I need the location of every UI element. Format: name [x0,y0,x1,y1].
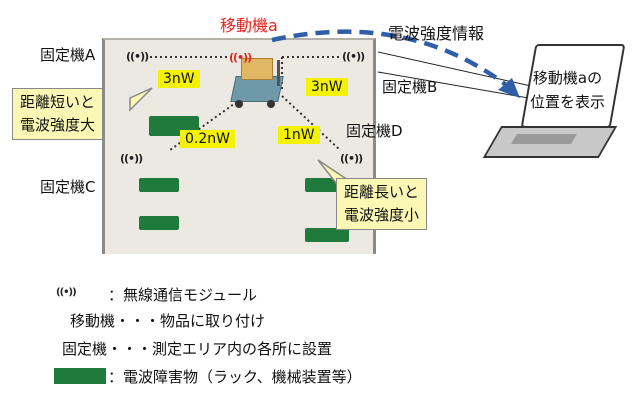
legend-module-icon: ((•)) [56,287,77,298]
power-label-b: 3nW [306,78,348,96]
line-d [281,95,341,151]
mobile-signal-icon: ((•)) [229,51,252,64]
info-arrow [271,29,512,90]
fixed-device-b-label: 固定機B [382,78,438,96]
fixed-a-signal-icon: ((•)) [126,50,149,63]
legend-obstacle: ：電波障害物（ラック、機械装置等） [108,368,362,386]
fixed-b-signal-icon: ((•)) [342,50,365,63]
legend-fixed: 固定機・・・測定エリア内の各所に設置 [62,340,333,358]
mobile-device-title: 移動機a [220,16,278,35]
power-label-c: 0.2nW [180,130,235,148]
info-arrowhead [498,78,520,98]
line-c [169,95,246,151]
obstacle-rack [139,216,179,230]
fixed-device-c-label: 固定機C [40,178,96,196]
signal-info-label: 電波強度情報 [388,24,485,43]
power-label-a: 3nW [158,70,200,88]
obstacle-rack [139,178,179,192]
callout-short-distance: 距離短いと 電波強度大 [12,88,104,140]
obstacle-rack [305,228,349,242]
legend-module: ：無線通信モジュール [108,286,257,304]
power-label-d: 1nW [278,126,320,144]
fixed-c-signal-icon: ((•)) [120,152,143,165]
mobile-device-cart [225,50,285,112]
floor-plan [102,38,376,254]
fixed-d-signal-icon: ((•)) [340,152,363,165]
legend-mobile: 移動機・・・物品に取り付け [70,312,266,330]
callout-long-distance: 距離長いと 電波強度小 [336,178,428,230]
fixed-device-a-label: 固定機A [40,46,96,64]
fixed-device-d-label: 固定機D [346,122,403,140]
legend-obstacle-swatch [54,368,106,384]
laptop-screen-text: 移動機aの 位置を表示 [530,69,606,111]
